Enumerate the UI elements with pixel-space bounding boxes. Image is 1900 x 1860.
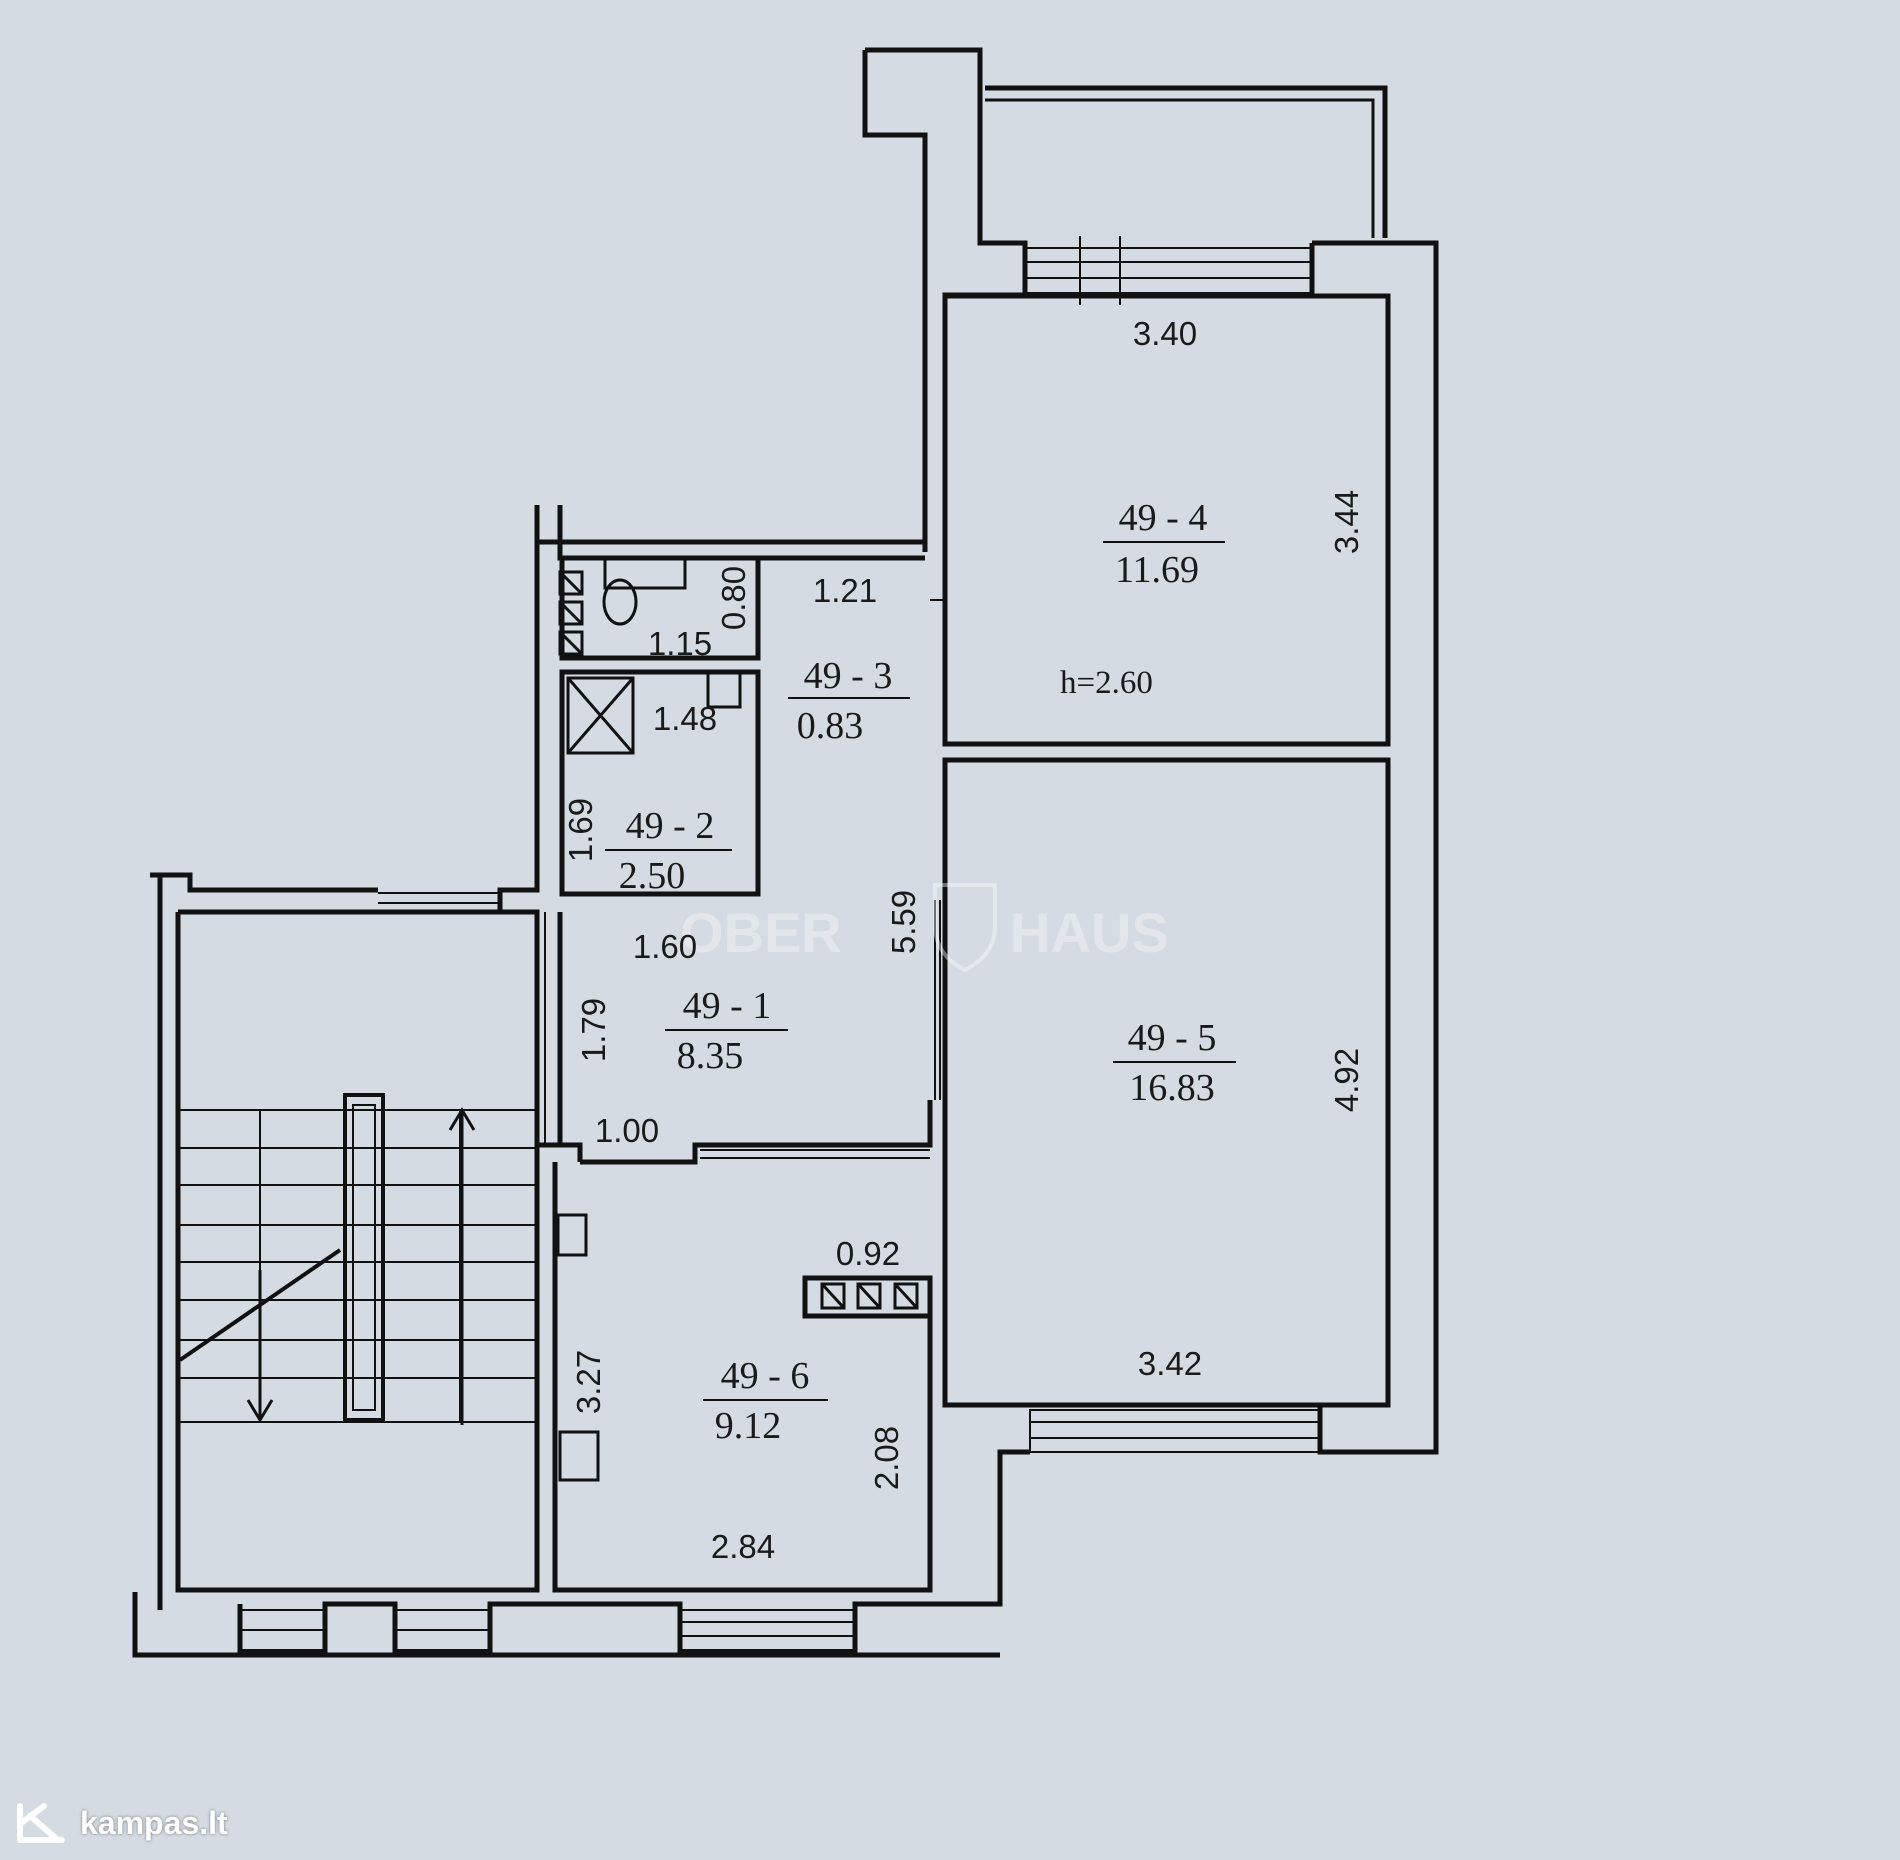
watermark-right: HAUS — [1010, 901, 1169, 964]
room-area: 9.12 — [715, 1405, 782, 1447]
dim-label: 4.92 — [1328, 1048, 1365, 1112]
dim-label: 3.44 — [1328, 490, 1365, 554]
dim-label: 3.42 — [1138, 1345, 1202, 1382]
room-id: 49 - 5 — [1128, 1017, 1217, 1059]
room-area: 11.69 — [1115, 549, 1199, 591]
ceiling-height-label: h=2.60 — [1060, 665, 1153, 701]
room-labels: 49 - 1 8.35 49 - 2 2.50 49 - 3 0.83 49 -… — [605, 497, 1236, 1447]
dim-label: 3.40 — [1133, 315, 1197, 352]
dimension-labels: 3.40 3.44 1.21 0.80 1.15 1.48 1.69 1.60 … — [562, 315, 1365, 1565]
sink-icon — [706, 670, 742, 709]
dim-label: 1.69 — [562, 798, 599, 862]
watermark-left: OBER — [680, 901, 842, 964]
brand-name: kampas.lt — [80, 1804, 228, 1841]
windows — [239, 236, 1321, 1651]
toilet-tank-icon — [603, 556, 687, 590]
dim-label: 1.15 — [648, 625, 712, 662]
staircase — [178, 1093, 537, 1425]
dim-label: 0.80 — [715, 566, 752, 630]
watermark: OBER HAUS — [680, 883, 1169, 973]
dim-label: 2.08 — [868, 1426, 905, 1490]
room-id: 49 - 4 — [1119, 497, 1208, 539]
room-area: 16.83 — [1129, 1067, 1215, 1109]
room-id: 49 - 1 — [683, 985, 772, 1027]
room-id: 49 - 3 — [804, 655, 893, 697]
dim-label: 1.00 — [595, 1112, 659, 1149]
dim-label: 1.79 — [575, 998, 612, 1062]
dim-label: 0.92 — [836, 1235, 900, 1272]
dim-label: 1.48 — [653, 700, 717, 737]
room-area: 0.83 — [797, 705, 864, 747]
watermark-shield-icon — [933, 883, 997, 973]
room-id: 49 - 2 — [626, 805, 715, 847]
stove-icon — [556, 1213, 588, 1257]
dim-label: 2.84 — [711, 1528, 775, 1565]
room-area: 2.50 — [619, 855, 686, 897]
dim-label: 3.27 — [570, 1350, 607, 1414]
room-id: 49 - 6 — [721, 1355, 810, 1397]
kitchen-sink-icon — [558, 1430, 600, 1482]
room-area: 8.35 — [677, 1035, 744, 1077]
dim-label: 1.21 — [813, 572, 877, 609]
dim-label: 5.59 — [885, 890, 922, 954]
kampas-brand[interactable]: kampas.lt — [14, 1800, 228, 1846]
walls — [132, 47, 1439, 1658]
toilet-icon — [602, 578, 638, 626]
fixtures — [556, 556, 919, 1482]
dim-label: 1.60 — [633, 928, 697, 965]
kampas-logo-icon — [17, 1803, 65, 1843]
shower-icon — [566, 676, 635, 755]
